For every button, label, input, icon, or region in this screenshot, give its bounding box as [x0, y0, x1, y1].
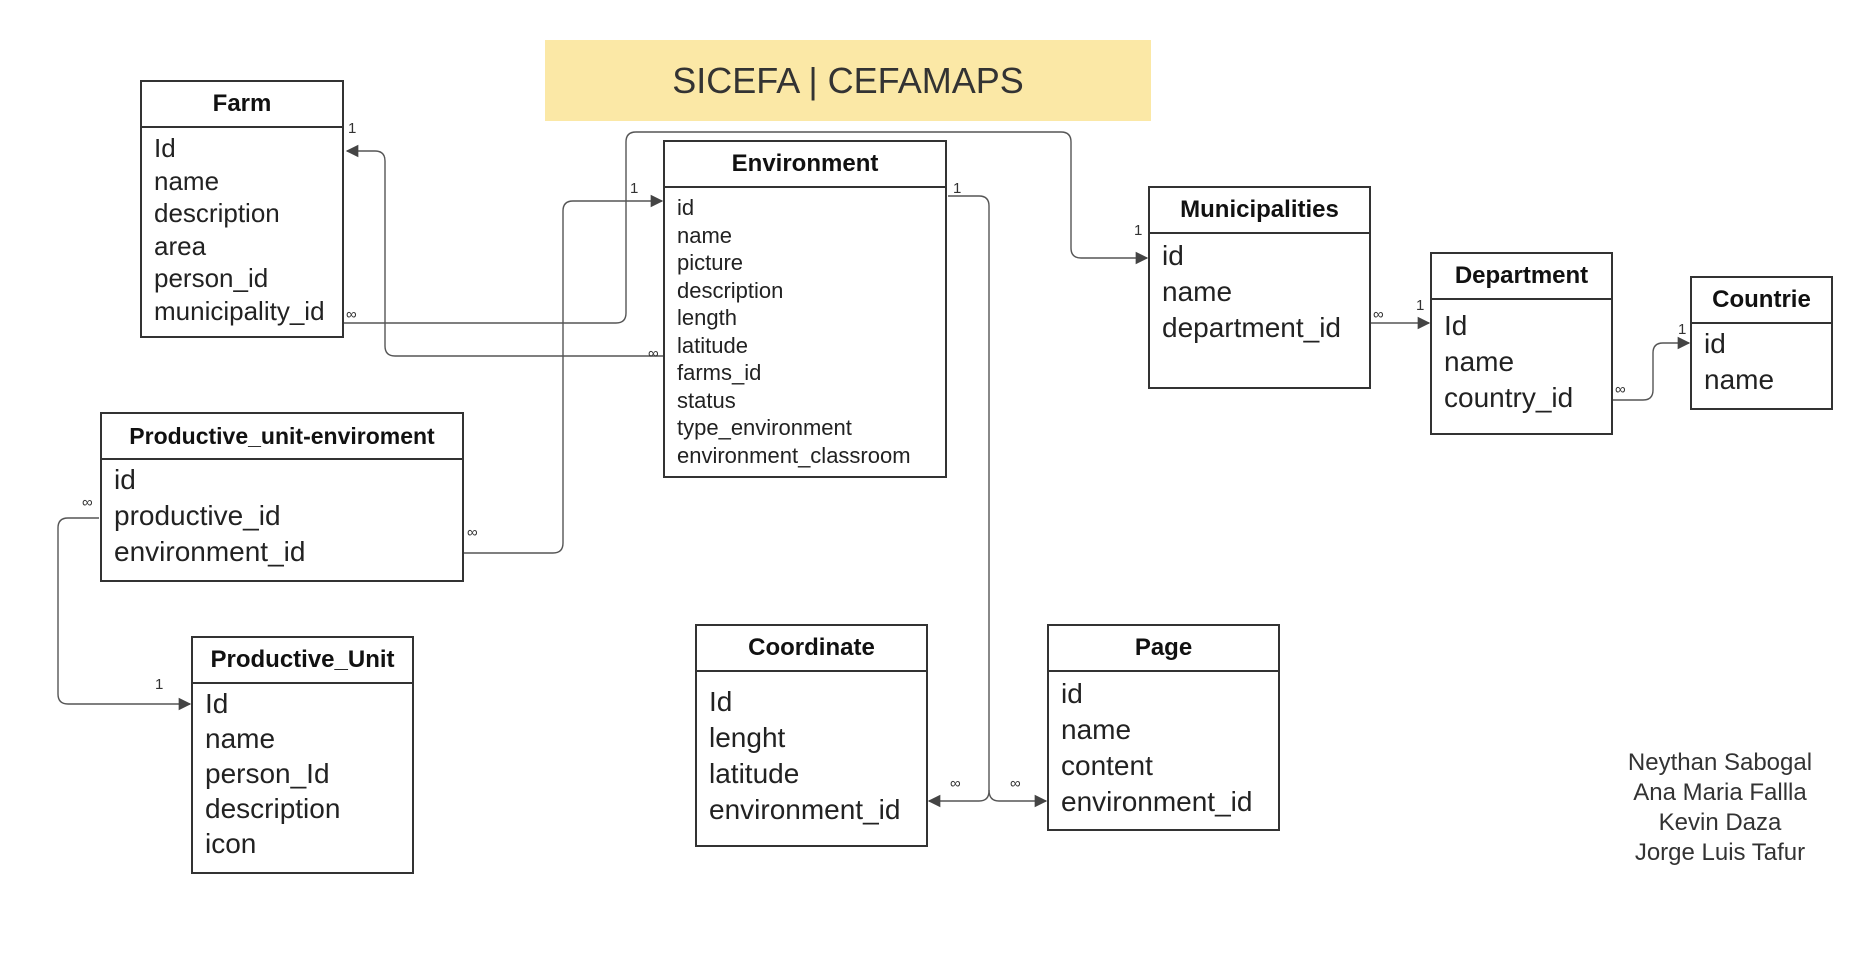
- cardinality-many: ∞: [648, 345, 659, 362]
- entity-department-name: Department: [1432, 254, 1611, 300]
- entity-coordinate: Coordinate Id lenght latitude environmen…: [695, 624, 928, 847]
- cardinality-one: 1: [1678, 321, 1687, 338]
- entity-municipalities-fields: id name department_id: [1150, 234, 1369, 346]
- entity-coordinate-name: Coordinate: [697, 626, 926, 672]
- entity-productive-unit-name: Productive_Unit: [193, 638, 412, 684]
- field: latitude: [677, 332, 748, 358]
- field: id: [1704, 328, 1726, 359]
- entity-page: Page id name content environment_id: [1047, 624, 1280, 831]
- rel-environment-farm: [345, 144, 664, 357]
- entity-productive-unit-environment-fields: id productive_id environment_id: [102, 460, 462, 570]
- author-name: Jorge Luis Tafur: [1634, 839, 1806, 866]
- field: type_environment: [677, 415, 852, 440]
- author-name: Kevin Daza: [1658, 809, 1782, 836]
- field: description: [677, 277, 784, 303]
- field: environment_id: [709, 794, 901, 825]
- field: country_id: [1444, 382, 1574, 413]
- field: Id: [154, 133, 176, 163]
- cardinality-many: ∞: [1615, 381, 1626, 398]
- field: person_Id: [205, 758, 330, 789]
- entity-municipalities: Municipalities id name department_id: [1148, 186, 1371, 389]
- field: environment_id: [114, 536, 306, 567]
- cardinality-many: ∞: [1373, 306, 1384, 323]
- diagram-title-banner: SICEFA | CEFAMAPS: [545, 40, 1151, 121]
- entity-coordinate-fields: Id lenght latitude environment_id: [697, 672, 926, 828]
- field: description: [154, 198, 280, 228]
- field: lenght: [709, 722, 786, 753]
- cardinality-one: 1: [155, 676, 164, 693]
- field: Id: [709, 686, 733, 717]
- cardinality-many: ∞: [467, 524, 478, 541]
- field: municipality_id: [154, 295, 325, 326]
- field: name: [1704, 364, 1775, 395]
- entity-countrie: Countrie id name: [1690, 276, 1833, 410]
- entity-environment: Environment id name picture description …: [663, 140, 947, 478]
- field: name: [1444, 346, 1515, 377]
- author-name: Ana Maria Fallla: [1633, 779, 1807, 806]
- field: area: [154, 230, 207, 261]
- field: description: [205, 793, 341, 824]
- field: id: [1061, 678, 1083, 709]
- entity-page-fields: id name content environment_id: [1049, 672, 1278, 820]
- entity-department-fields: Id name country_id: [1432, 300, 1611, 416]
- cardinality-many: ∞: [1010, 775, 1021, 792]
- field: id: [677, 195, 695, 220]
- entity-environment-name: Environment: [665, 142, 945, 188]
- field: content: [1061, 750, 1153, 781]
- rel-environment-coordinate: [927, 195, 990, 808]
- entity-department: Department Id name country_id: [1430, 252, 1613, 435]
- field: picture: [677, 250, 744, 275]
- entity-environment-fields: id name picture description length latit…: [665, 188, 945, 469]
- entity-productive-unit-fields: Id name person_Id description icon: [193, 684, 412, 861]
- entity-municipalities-name: Municipalities: [1150, 188, 1369, 234]
- field: name: [205, 723, 276, 754]
- field: latitude: [709, 758, 800, 789]
- field: Id: [1444, 310, 1468, 341]
- field: status: [677, 387, 736, 413]
- entity-page-name: Page: [1049, 626, 1278, 672]
- cardinality-many: ∞: [950, 775, 961, 792]
- entity-farm: Farm Id name description area person_id …: [140, 80, 344, 338]
- field: farms_id: [677, 360, 762, 385]
- field: icon: [205, 828, 257, 859]
- field: length: [677, 305, 737, 330]
- field: person_id: [154, 263, 269, 293]
- authors-list: Neythan Sabogal Ana Maria Fallla Kevin D…: [1600, 748, 1840, 868]
- field: environment_classroom: [677, 442, 911, 468]
- cardinality-many: ∞: [346, 306, 357, 323]
- entity-countrie-name: Countrie: [1692, 278, 1831, 324]
- field: productive_id: [114, 500, 281, 531]
- field: name: [154, 165, 220, 196]
- cardinality-one: 1: [630, 180, 639, 197]
- entity-farm-fields: Id name description area person_id munic…: [142, 128, 342, 327]
- cardinality-one: 1: [1134, 222, 1143, 239]
- field: id: [1162, 240, 1184, 271]
- field: environment_id: [1061, 786, 1253, 817]
- field: name: [1162, 276, 1233, 307]
- rel-farm-municipality: [343, 131, 1149, 324]
- cardinality-one: 1: [1416, 297, 1425, 314]
- field: Id: [205, 688, 229, 719]
- entity-productive-unit-environment-name: Productive_unit-enviroment: [102, 414, 462, 460]
- entity-countrie-fields: id name: [1692, 324, 1831, 398]
- diagram-title: SICEFA | CEFAMAPS: [672, 59, 1024, 101]
- entity-productive-unit-environment: Productive_unit-enviroment id productive…: [100, 412, 464, 582]
- field: id: [114, 464, 136, 495]
- author-name: Neythan Sabogal: [1627, 749, 1813, 776]
- cardinality-many: ∞: [82, 494, 93, 511]
- rel-pue-productive-unit: [57, 517, 192, 711]
- field: name: [677, 222, 733, 248]
- rel-environment-page: [988, 789, 1048, 808]
- entity-productive-unit: Productive_Unit Id name person_Id descri…: [191, 636, 414, 874]
- cardinality-one: 1: [348, 120, 357, 137]
- rel-pue-environment: [464, 194, 664, 554]
- field: name: [1061, 714, 1132, 745]
- entity-farm-name: Farm: [142, 82, 342, 128]
- rel-department-country: [1613, 336, 1691, 401]
- cardinality-one: 1: [953, 180, 962, 197]
- field: department_id: [1162, 312, 1342, 343]
